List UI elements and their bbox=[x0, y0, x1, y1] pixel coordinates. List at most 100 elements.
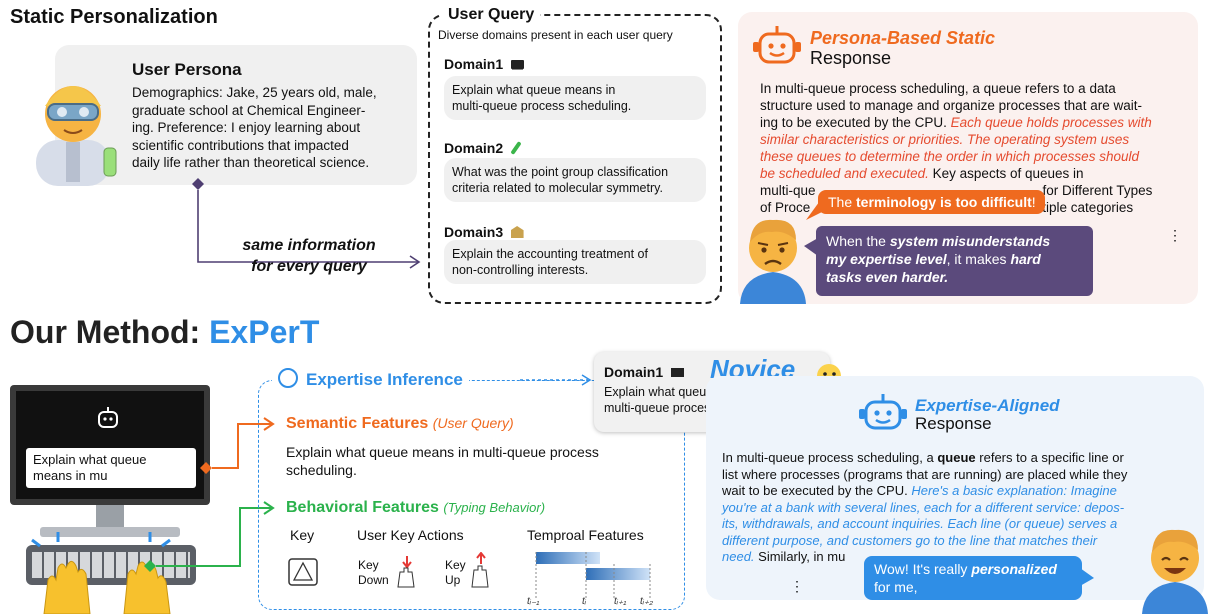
persona-line: ing. Preference: I enjoy learning about bbox=[132, 120, 361, 135]
domain2-query: What was the point group classification … bbox=[444, 158, 706, 202]
t-label: tᵢ₋₁ bbox=[527, 596, 540, 607]
key-down-line: Down bbox=[358, 573, 389, 587]
key-up-hand-icon bbox=[471, 552, 489, 588]
typing-hands-icon bbox=[43, 560, 171, 614]
domain-name: Domain3 bbox=[444, 224, 504, 240]
input-line: Explain what queue bbox=[33, 452, 147, 467]
response-line: In multi-queue process scheduling, a que… bbox=[760, 81, 1116, 96]
persona-line: scientific contributions that impacted bbox=[132, 137, 349, 153]
temporal-features-chart bbox=[535, 552, 651, 598]
domain-query-line: Explain the accounting treatment of bbox=[452, 247, 648, 261]
static-response-text: In multi-queue process scheduling, a que… bbox=[760, 80, 1190, 216]
response-line: ing to be executed by the CPU. Each queu… bbox=[760, 114, 1190, 131]
bubble-text: Wow! It's really bbox=[874, 561, 972, 577]
t-label: tᵢ₊₂ bbox=[640, 596, 654, 607]
response-highlight: Each queue holds processes with bbox=[950, 115, 1152, 130]
expertise-inference-label: Expertise Inference bbox=[272, 368, 469, 390]
method-name: ExPerT bbox=[209, 314, 320, 350]
domain1-label: Domain1 bbox=[444, 56, 524, 74]
screen-input[interactable]: Explain what queue means in mu bbox=[26, 448, 196, 488]
bubble-text: ! bbox=[1031, 194, 1036, 210]
bubble-bold: system misunderstands bbox=[889, 233, 1051, 249]
behavioral-features-title: Behavioral Features (Typing Behavior) bbox=[286, 499, 545, 517]
laptop-icon bbox=[510, 60, 524, 69]
response-text: multi-que bbox=[760, 183, 816, 198]
ellipsis-dots: ⋮ bbox=[1168, 227, 1182, 243]
happy-bubble: Wow! It's really personalized for me, an… bbox=[864, 556, 1082, 613]
key-up-label: Key Up bbox=[445, 558, 466, 588]
response-text: of Proce bbox=[760, 200, 811, 215]
key-up-line: Key bbox=[445, 558, 466, 572]
col-temporal-label: Temproal Features bbox=[527, 527, 644, 543]
semantic-subtitle: (User Query) bbox=[432, 415, 514, 431]
domain1-card-title: Domain1 bbox=[604, 364, 684, 382]
bubble-text: and it's bbox=[874, 597, 922, 613]
col-actions-label: User Key Actions bbox=[357, 527, 464, 543]
scientist-avatar-icon bbox=[36, 86, 117, 186]
input-line: means in mu bbox=[33, 468, 108, 483]
col-key-label: Key bbox=[290, 527, 315, 543]
user-query-subtitle: Diverse domains present in each user que… bbox=[438, 28, 673, 42]
ellipsis-dots: ⋮ bbox=[790, 578, 804, 594]
response-highlight: different purpose, and customers go to t… bbox=[722, 532, 1098, 548]
response-text: refers to a specific line or bbox=[975, 450, 1124, 465]
domain3-label: Domain3 bbox=[444, 224, 524, 242]
behavioral-subtitle: (Typing Behavior) bbox=[443, 500, 546, 515]
keycap-icon bbox=[288, 558, 318, 586]
bubble-bold: my expertise level bbox=[826, 251, 947, 267]
sad-person-icon bbox=[740, 219, 806, 304]
response-text: Similarly, in mu bbox=[754, 549, 846, 564]
bubble-bold: tasks even harder. bbox=[826, 269, 949, 285]
persona-line: graduate school at Chemical Engineer- bbox=[132, 102, 366, 118]
aligned-response-title: Expertise-Aligned bbox=[915, 396, 1060, 415]
method-title: Our Method: ExPerT bbox=[10, 314, 319, 351]
response-text: Key aspects of queues in bbox=[932, 166, 1084, 181]
static-response-subtitle: Response bbox=[810, 48, 892, 68]
persona-text: Demographics: Jake, 25 years old, male, … bbox=[132, 84, 412, 172]
bubble-bold: terminology is too difficult bbox=[856, 194, 1032, 210]
expertise-complaint-bubble: When the system misunderstands my expert… bbox=[816, 226, 1093, 296]
semantic-features-text: Explain what queue means in multi-queue … bbox=[286, 443, 599, 479]
response-text: wait to be executed by the CPU. bbox=[722, 483, 912, 498]
key-down-hand-icon bbox=[397, 556, 415, 588]
response-line: need. Similarly, in mu bbox=[722, 549, 1200, 566]
response-line: In multi-queue process scheduling, a que… bbox=[722, 450, 1200, 467]
domain-query-line: non-controlling interests. bbox=[452, 263, 589, 277]
domain-name: Domain2 bbox=[444, 140, 504, 156]
response-text: ing to be executed by the CPU. bbox=[760, 115, 947, 130]
bubble-text: The bbox=[828, 194, 857, 210]
bubble-line: Wow! It's really personalized for me, bbox=[874, 560, 1072, 596]
bubble-tail bbox=[806, 198, 822, 220]
domain1-query: Explain what queue means in multi-queue … bbox=[444, 76, 706, 120]
response-highlight: similar characteristics or priorities. T… bbox=[760, 132, 1130, 147]
complaint-bubble: The terminology is too difficult! bbox=[818, 190, 1045, 214]
section-title-static: Static Personalization bbox=[10, 6, 218, 28]
laptop-icon bbox=[670, 368, 684, 377]
aligned-response-subtitle: Response bbox=[915, 414, 992, 433]
same-info-line: for every query bbox=[251, 258, 367, 275]
domain-name: Domain1 bbox=[604, 364, 664, 380]
monitor-stand bbox=[96, 505, 124, 527]
behavioral-title-text: Behavioral Features bbox=[286, 499, 439, 516]
persona-title: User Persona bbox=[132, 60, 242, 79]
same-information-label: same information for every query bbox=[214, 235, 404, 277]
bubble-line: tasks even harder. bbox=[826, 268, 1083, 286]
response-highlight: these queues to determine the order in w… bbox=[760, 149, 1139, 164]
user-query-title: User Query bbox=[442, 6, 541, 24]
bubble-line: and it's easy to understand! bbox=[874, 596, 1072, 614]
bank-icon bbox=[510, 226, 524, 238]
response-highlight: be scheduled and executed. bbox=[760, 166, 929, 181]
response-line: of Proce tiple categories bbox=[760, 199, 1190, 216]
domain-query-line: criteria related to molecular symmetry. bbox=[452, 181, 663, 195]
bubble-bold: hard bbox=[1010, 251, 1041, 267]
persona-line: Demographics: Jake, 25 years old, male, bbox=[132, 85, 377, 100]
bubble-text: When the bbox=[826, 233, 890, 249]
key-down-line: Key bbox=[358, 558, 379, 572]
domain-query-line: What was the point group classification bbox=[452, 165, 669, 179]
response-text: tiple categories bbox=[1042, 200, 1134, 215]
response-line: wait to be executed by the CPU. Here's a… bbox=[722, 483, 1200, 500]
bubble-line: my expertise level, it makes hard bbox=[826, 250, 1083, 268]
openai-knot-icon bbox=[278, 368, 298, 388]
bubble-tail bbox=[1080, 568, 1094, 586]
